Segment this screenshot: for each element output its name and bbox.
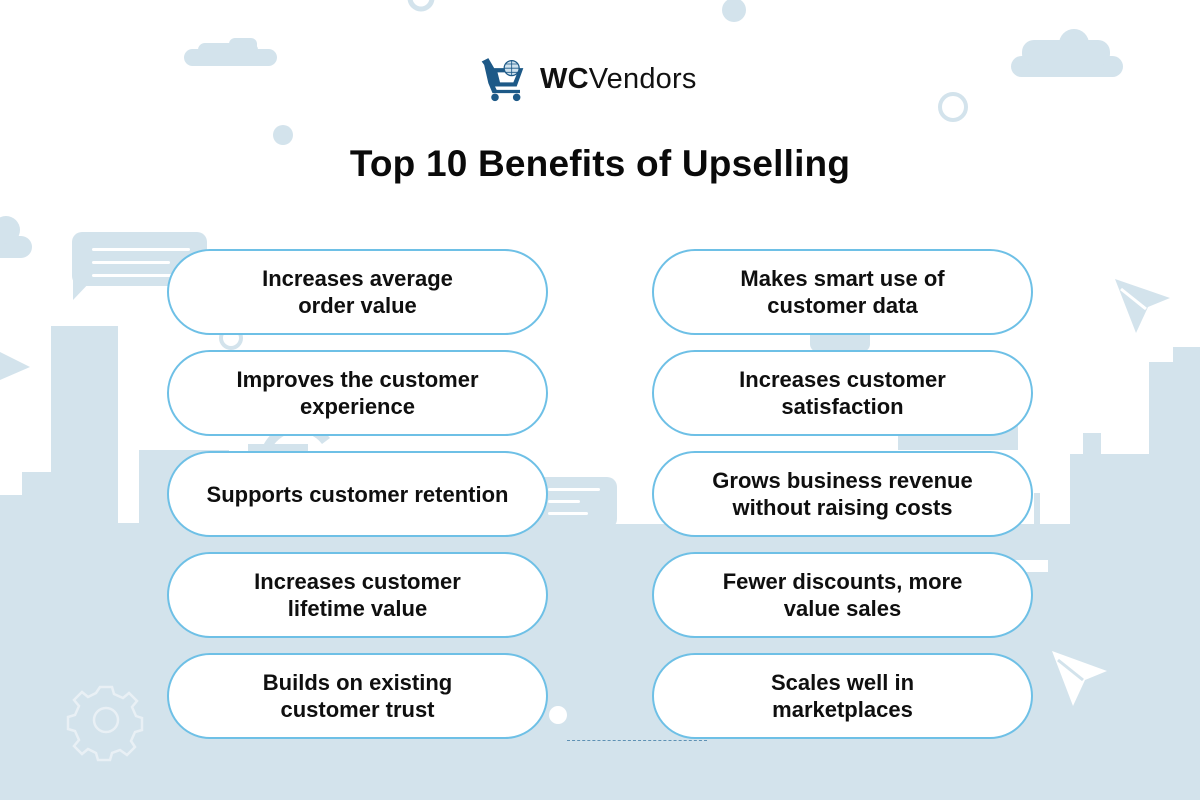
benefit-card: Builds on existing customer trust xyxy=(167,653,548,739)
cloud-icon xyxy=(1011,29,1123,77)
brand-logo: WCVendors xyxy=(480,56,697,102)
benefit-label: Fewer discounts, more value sales xyxy=(722,569,963,621)
dot-icon xyxy=(722,0,746,22)
benefit-label: Grows business revenue without raising c… xyxy=(712,468,973,520)
dot-icon xyxy=(273,125,293,145)
benefit-label: Scales well in marketplaces xyxy=(770,670,915,722)
cloud-icon xyxy=(0,216,32,258)
benefit-label: Makes smart use of customer data xyxy=(740,266,945,318)
circle-ring-icon xyxy=(407,0,435,12)
shopping-cart-globe-icon xyxy=(481,58,524,102)
benefit-label: Supports customer retention xyxy=(206,481,509,507)
benefit-card: Scales well in marketplaces xyxy=(652,653,1033,739)
dashed-divider xyxy=(567,740,707,741)
gear-icon xyxy=(66,685,144,762)
benefit-card: Grows business revenue without raising c… xyxy=(652,451,1033,537)
paper-plane-icon xyxy=(0,352,30,380)
page-title: Top 10 Benefits of Upselling xyxy=(349,143,851,184)
cloud-icon xyxy=(184,38,277,66)
benefit-card: Increases customer satisfaction xyxy=(652,350,1033,436)
benefit-card: Improves the customer experience xyxy=(167,350,548,436)
benefit-label: Increases average order value xyxy=(262,266,453,318)
benefit-card: Increases customer lifetime value xyxy=(167,552,548,638)
benefit-label: Increases customer satisfaction xyxy=(739,367,946,419)
brand-name: WCVendors xyxy=(540,62,697,95)
benefit-card: Increases average order value xyxy=(167,249,548,335)
benefit-card: Makes smart use of customer data xyxy=(652,249,1033,335)
benefit-label: Improves the customer experience xyxy=(236,367,479,419)
circle-ring-icon xyxy=(938,92,968,122)
benefit-label: Increases customer lifetime value xyxy=(254,569,461,621)
dot-icon xyxy=(549,706,567,724)
benefit-card: Fewer discounts, more value sales xyxy=(652,552,1033,638)
benefit-card: Supports customer retention xyxy=(167,451,548,537)
benefit-label: Builds on existing customer trust xyxy=(262,670,453,722)
